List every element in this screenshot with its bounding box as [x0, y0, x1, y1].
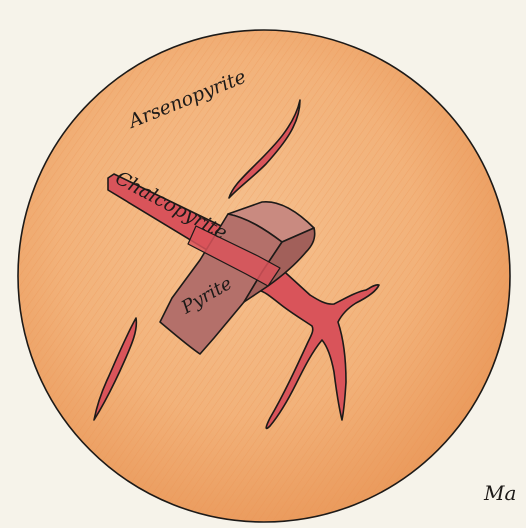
label-corner-note: Ma	[483, 481, 516, 505]
